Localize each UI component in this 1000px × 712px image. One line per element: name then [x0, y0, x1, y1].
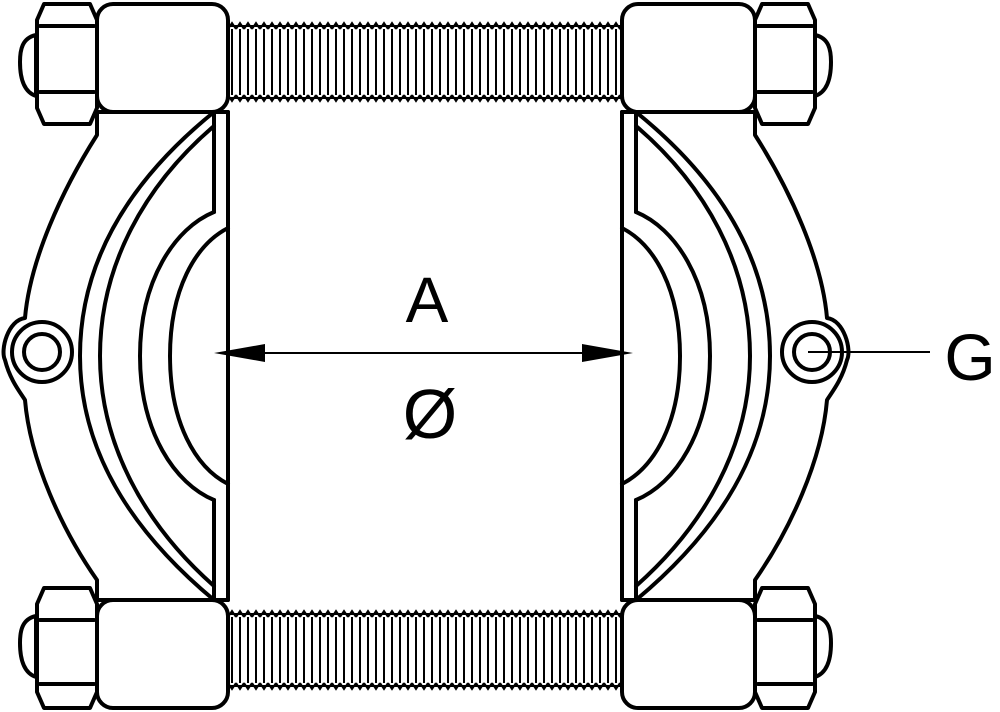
right-half-jaw [620, 110, 851, 602]
left-pivot-hole [10, 320, 74, 384]
bottom-threaded-rod [227, 609, 629, 691]
top-threaded-rod [227, 21, 629, 103]
dimension-arrow [214, 344, 633, 362]
top-right-block [620, 2, 757, 114]
bottom-right-nut [753, 586, 833, 710]
left-half-jaw [1, 110, 230, 602]
callout-label-g: G [944, 320, 995, 394]
bottom-right-block [620, 598, 757, 710]
top-right-nut [753, 2, 833, 126]
arrowhead-right-icon [582, 344, 633, 362]
bottom-left-nut [18, 586, 99, 710]
bottom-left-block [95, 598, 230, 710]
top-left-block [95, 2, 230, 114]
arrowhead-left-icon [214, 344, 265, 362]
dimension-label-a: A [406, 264, 449, 336]
diameter-symbol: Ø [403, 375, 457, 453]
top-left-nut [18, 2, 99, 126]
